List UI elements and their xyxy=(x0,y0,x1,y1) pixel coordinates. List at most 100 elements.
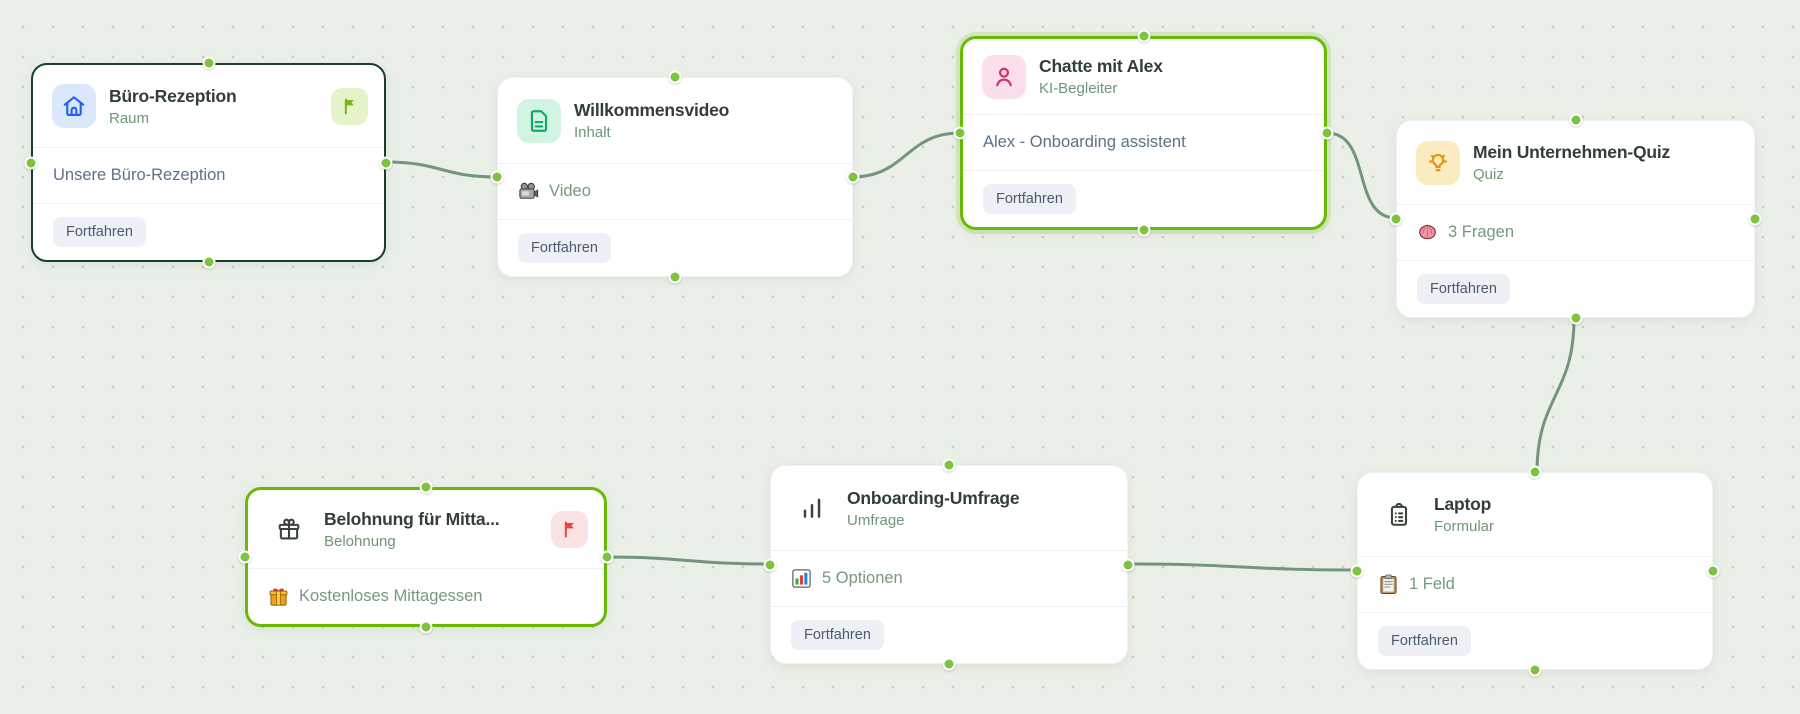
continue-badge: Fortfahren xyxy=(1417,274,1510,304)
node-subtitle: Belohnung xyxy=(324,532,396,550)
node-footer: Fortfahren xyxy=(1358,612,1712,669)
handle-top-chatte-mit-alex[interactable] xyxy=(1137,29,1150,43)
handle-left-willkommensvideo[interactable] xyxy=(490,170,504,184)
continue-badge: Fortfahren xyxy=(983,184,1076,214)
node-title: Chatte mit Alex xyxy=(1039,56,1163,76)
gift-emoji xyxy=(268,586,289,607)
handle-bottom-chatte-mit-alex[interactable] xyxy=(1137,223,1150,237)
node-body-text: 5 Optionen xyxy=(822,569,903,587)
bar-chart-emoji xyxy=(791,568,812,589)
lightbulb-icon xyxy=(1416,140,1460,185)
node-footer: Fortfahren xyxy=(1397,260,1754,317)
handle-top-willkommensvideo[interactable] xyxy=(668,70,682,84)
node-body-row: 5 Optionen xyxy=(771,550,1127,606)
edge-alex-to-quiz[interactable] xyxy=(1325,131,1398,220)
node-footer: Fortfahren xyxy=(498,219,852,276)
node-body-text: Unsere Büro-Rezeption xyxy=(53,166,226,184)
handle-top-buero-rezeption[interactable] xyxy=(202,56,215,70)
flag-icon[interactable] xyxy=(331,87,368,125)
node-subtitle: Inhalt xyxy=(574,124,611,141)
node-subtitle: Formular xyxy=(1434,518,1495,535)
file-text-icon xyxy=(517,98,561,143)
handle-bottom-onboarding-umfrage[interactable] xyxy=(942,657,956,671)
node-body-row: 3 Fragen xyxy=(1397,204,1754,260)
edge-buero-to-video[interactable] xyxy=(384,160,499,179)
edge-umfrage-laptop[interactable] xyxy=(1124,562,1361,572)
gift-icon xyxy=(267,507,311,551)
edge-quiz-to-laptop[interactable] xyxy=(1535,316,1576,475)
node-body-row: Alex - Onboarding assistent xyxy=(963,114,1324,170)
node-footer: Fortfahren xyxy=(33,203,384,260)
handle-bottom-belohnung-fuer-mittagessen[interactable] xyxy=(419,620,433,634)
node-title: Laptop xyxy=(1434,494,1492,514)
handle-left-mein-unternehmen-quiz[interactable] xyxy=(1389,212,1403,226)
handle-top-onboarding-umfrage[interactable] xyxy=(942,458,956,472)
handle-top-belohnung-fuer-mittagessen[interactable] xyxy=(419,480,433,494)
handle-left-laptop[interactable] xyxy=(1350,564,1364,578)
handle-right-willkommensvideo[interactable] xyxy=(846,170,860,184)
node-footer: Fortfahren xyxy=(963,170,1324,227)
edge-video-to-alex[interactable] xyxy=(850,131,962,179)
node-body-text: 3 Fragen xyxy=(1448,223,1515,241)
handle-right-onboarding-umfrage[interactable] xyxy=(1121,558,1135,571)
node-body-text: 1 Feld xyxy=(1409,575,1455,593)
clipboard-emoji xyxy=(1378,574,1399,595)
node-body-row: 1 Feld xyxy=(1358,556,1712,612)
handle-left-chatte-mit-alex[interactable] xyxy=(953,126,967,140)
node-body-text: Kostenloses Mittagessen xyxy=(299,587,483,605)
handle-right-chatte-mit-alex[interactable] xyxy=(1320,126,1334,140)
handle-right-buero-rezeption[interactable] xyxy=(379,156,393,169)
handle-left-onboarding-umfrage[interactable] xyxy=(763,558,777,571)
handle-bottom-laptop[interactable] xyxy=(1528,663,1542,677)
flag-icon[interactable] xyxy=(551,510,588,548)
node-body-row: Unsere Büro-Rezeption xyxy=(33,147,384,203)
movie-camera-emoji xyxy=(518,181,539,202)
edge-belohnung-umfrage[interactable] xyxy=(601,555,774,566)
node-subtitle: Raum xyxy=(109,109,150,127)
handle-top-laptop[interactable] xyxy=(1528,465,1542,479)
handle-left-buero-rezeption[interactable] xyxy=(24,156,38,169)
node-body-text: Alex - Onboarding assistent xyxy=(983,133,1186,151)
user-icon xyxy=(982,54,1026,99)
node-title: Willkommensvideo xyxy=(574,100,730,120)
node-subtitle: Quiz xyxy=(1473,166,1504,183)
handle-bottom-mein-unternehmen-quiz[interactable] xyxy=(1569,311,1582,325)
continue-badge: Fortfahren xyxy=(518,233,611,263)
node-title: Onboarding-Umfrage xyxy=(847,487,1020,508)
handle-bottom-willkommensvideo[interactable] xyxy=(668,270,682,284)
node-body-row: Video xyxy=(498,163,852,219)
handle-left-belohnung-fuer-mittagessen[interactable] xyxy=(238,550,252,564)
brain-emoji xyxy=(1417,222,1438,243)
handle-bottom-buero-rezeption[interactable] xyxy=(202,255,215,269)
node-title: Belohnung für Mitta... xyxy=(324,508,500,529)
house-icon xyxy=(52,84,96,128)
handle-right-mein-unternehmen-quiz[interactable] xyxy=(1748,212,1762,226)
node-subtitle: Umfrage xyxy=(847,511,905,529)
node-body-text: Video xyxy=(549,182,591,200)
handle-right-belohnung-fuer-mittagessen[interactable] xyxy=(600,550,614,564)
handle-top-mein-unternehmen-quiz[interactable] xyxy=(1569,113,1582,127)
continue-badge: Fortfahren xyxy=(53,217,146,247)
continue-badge: Fortfahren xyxy=(791,620,884,650)
bar-chart-icon xyxy=(790,486,834,530)
handle-right-laptop[interactable] xyxy=(1706,564,1720,578)
node-footer: Fortfahren xyxy=(771,606,1127,663)
node-header: Belohnung für Mitta... Belohnung xyxy=(248,490,604,568)
node-title: Mein Unternehmen-Quiz xyxy=(1473,142,1671,162)
clipboard-icon xyxy=(1377,493,1421,537)
continue-badge: Fortfahren xyxy=(1378,626,1471,656)
